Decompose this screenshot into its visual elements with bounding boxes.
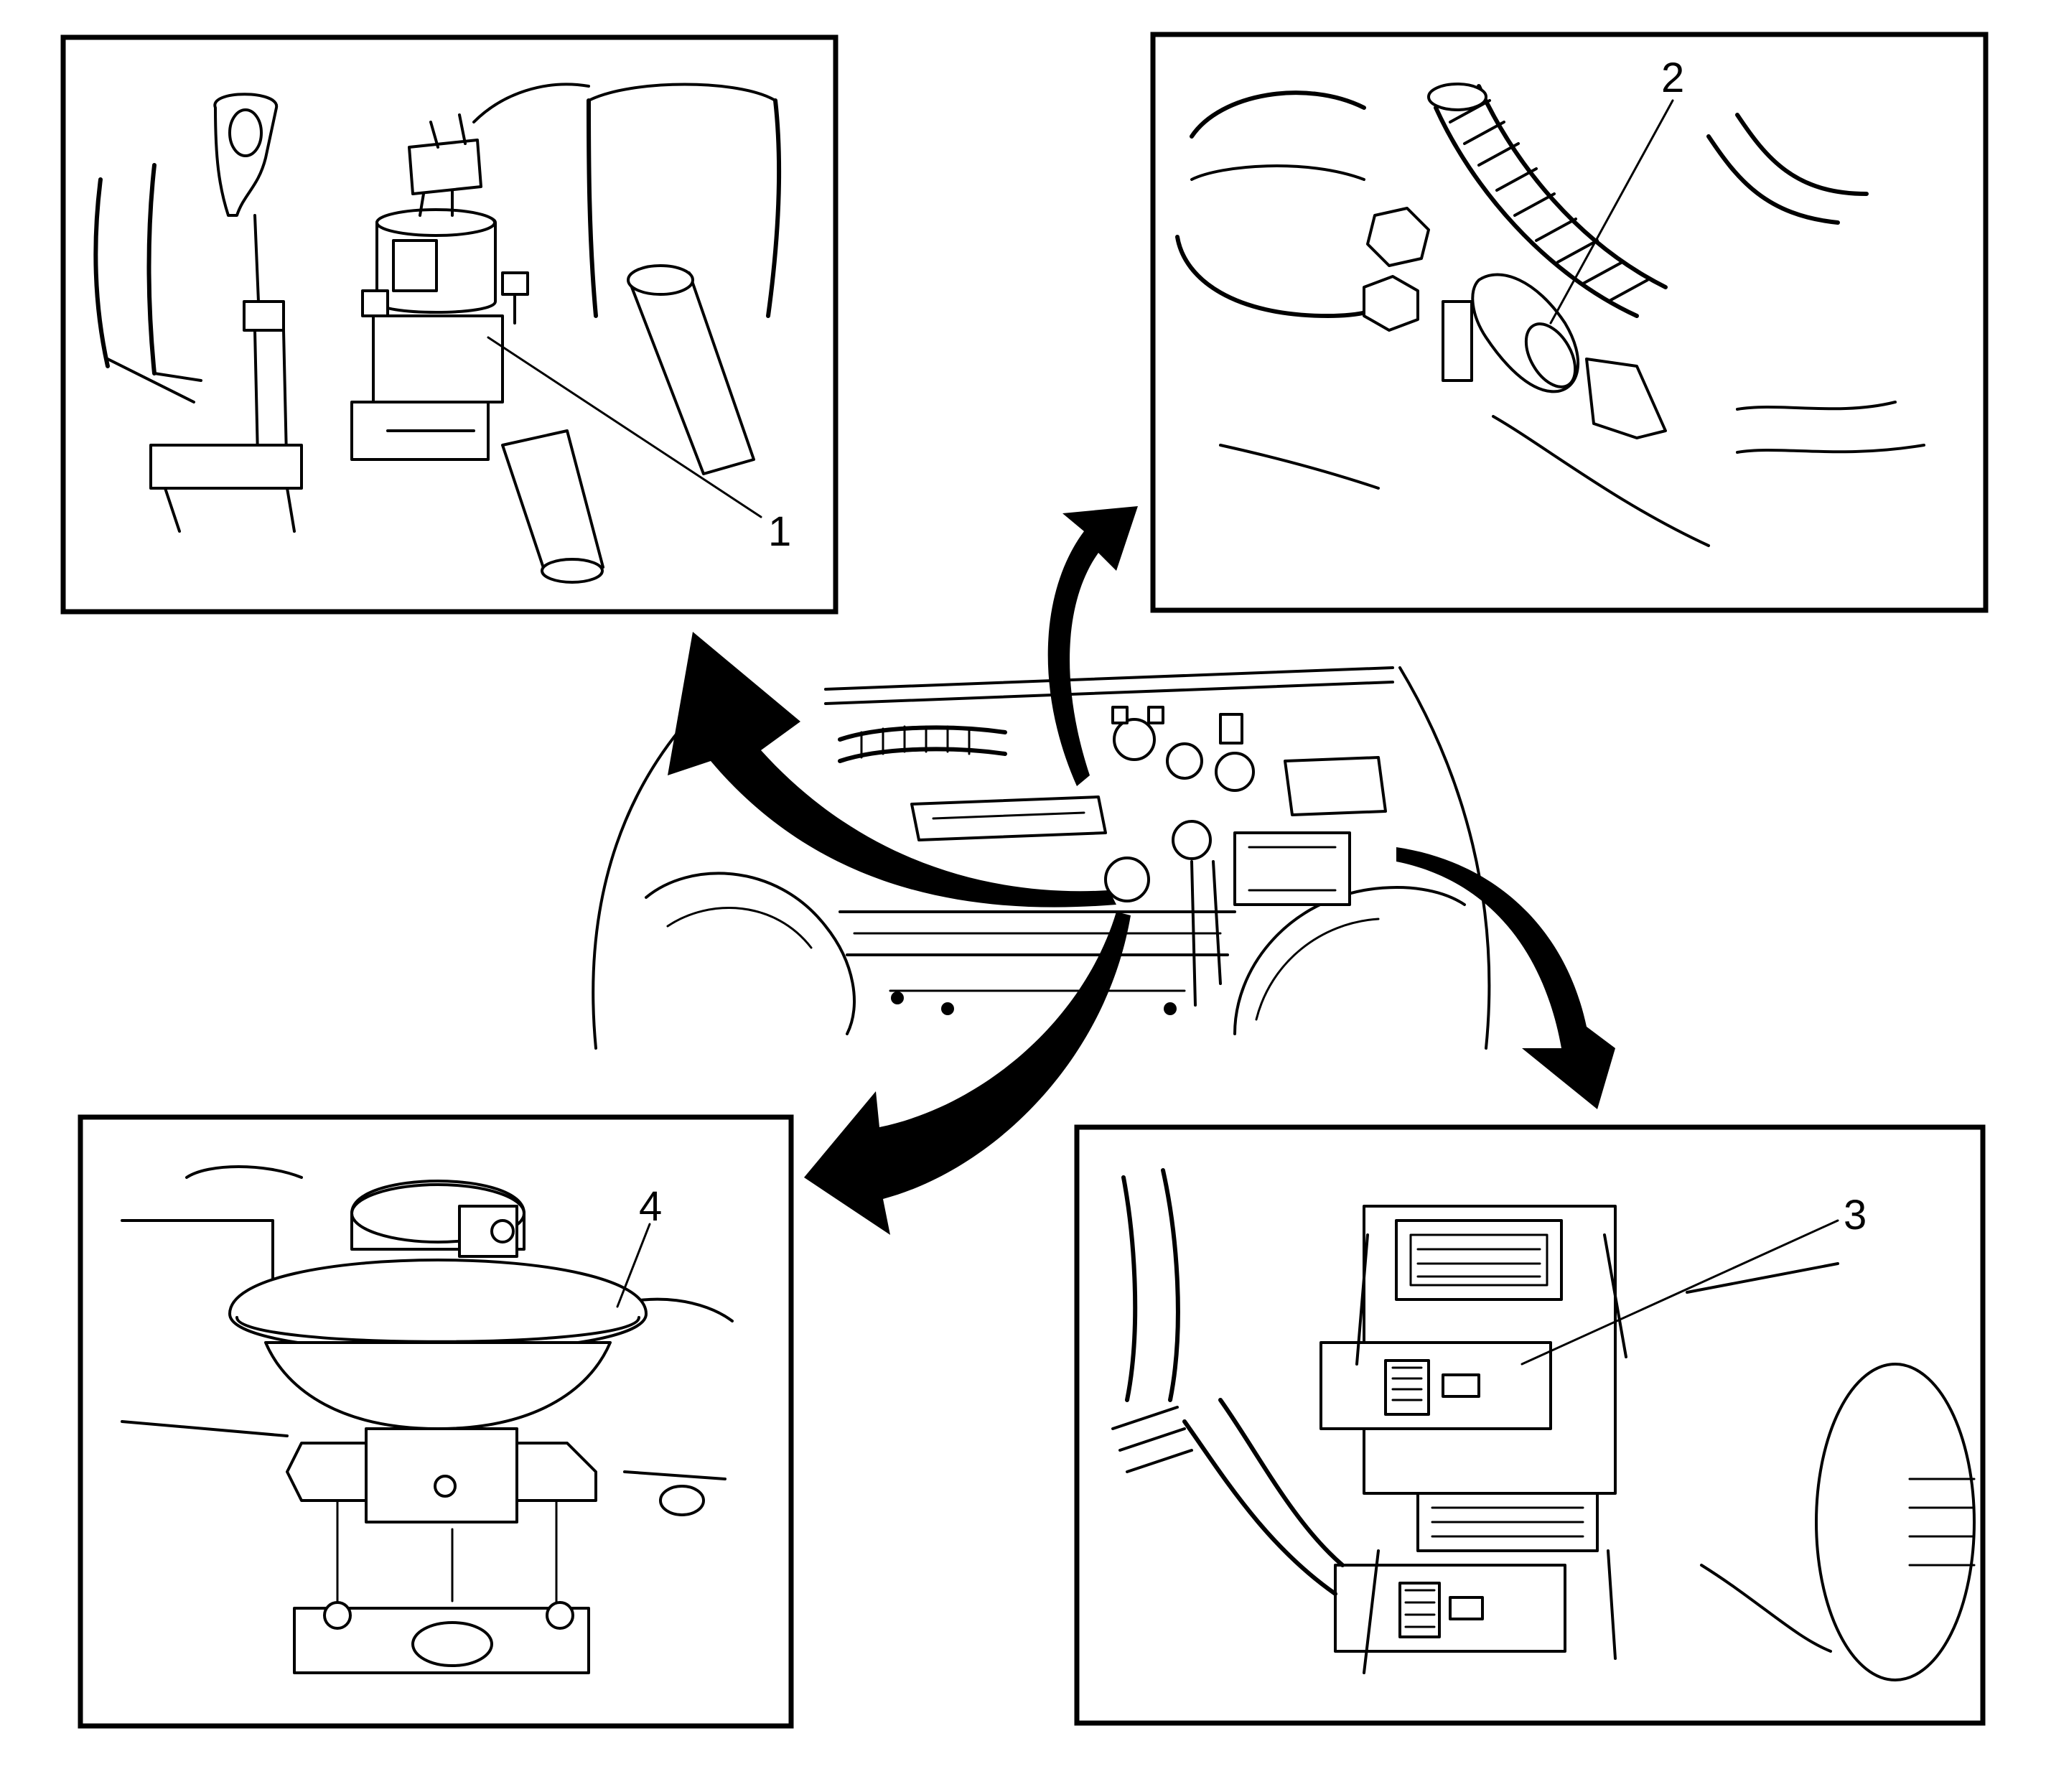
engine-compartment-overview: [592, 666, 1491, 1050]
callout-1: 1: [768, 508, 791, 555]
callout-2: 2: [1661, 55, 1684, 101]
detail-view-3: 3: [1074, 1124, 1986, 1726]
pointer-arrows: [668, 506, 1615, 1235]
detail-view-2: 2: [1150, 32, 1989, 613]
arrow-to-view-3: [1396, 847, 1615, 1109]
view-2-frame: [1150, 32, 1989, 613]
callout-4: 4: [639, 1183, 662, 1230]
callout-3: 3: [1844, 1192, 1867, 1238]
detail-view-1: 1: [60, 34, 839, 615]
arrow-to-view-1: [668, 632, 1116, 907]
leader-line-2: [1549, 99, 1674, 325]
leader-line-4: [616, 1223, 651, 1308]
leader-line-1: [487, 336, 762, 518]
arrow-to-view-4: [804, 912, 1131, 1235]
leader-line-3: [1521, 1219, 1839, 1366]
detail-view-4: 4: [78, 1114, 794, 1729]
arrow-to-view-2: [1047, 506, 1138, 786]
